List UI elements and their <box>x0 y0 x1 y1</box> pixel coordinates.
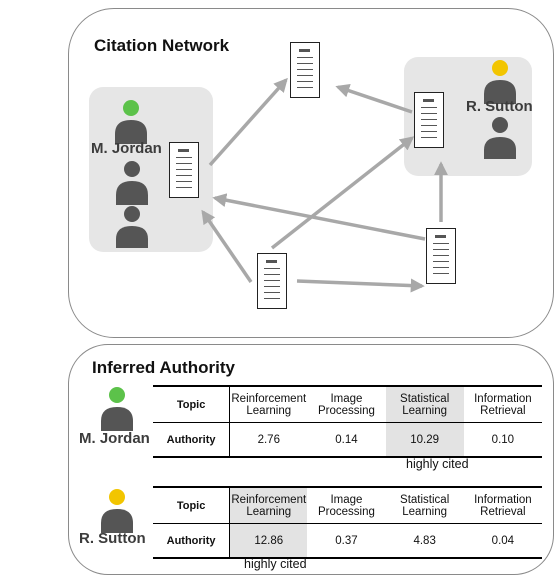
paper-document-icon <box>426 228 456 284</box>
person-icon <box>484 117 516 159</box>
person-head <box>124 206 140 222</box>
authority-value-highlighted: 10.29 <box>385 422 464 457</box>
authority-header: Authority <box>153 422 231 457</box>
authority-header: Authority <box>153 523 231 558</box>
authority-value: 0.04 <box>463 523 542 558</box>
highly-cited-note: highly cited <box>406 457 469 471</box>
inferred-authority-title: Inferred Authority <box>92 358 235 377</box>
jordan-authority-name: M. Jordan <box>79 430 150 447</box>
paper-document-icon <box>290 42 320 98</box>
citation-network-title: Citation Network <box>94 36 230 55</box>
authority-value: 0.37 <box>307 523 386 558</box>
paper-document-icon <box>414 92 444 148</box>
person-head <box>109 387 125 403</box>
person-head <box>123 100 139 116</box>
person-head <box>492 117 508 133</box>
jordan-name-label: M. Jordan <box>91 140 162 157</box>
highly-cited-note: highly cited <box>244 557 307 571</box>
person-icon-jordan <box>101 387 133 431</box>
citation-arrow <box>270 136 415 250</box>
citation-arrow <box>335 83 413 114</box>
citation-arrow <box>296 278 425 293</box>
authority-value: 0.10 <box>463 422 542 457</box>
person-icon-sutton <box>101 489 133 533</box>
topic-header: Topic <box>153 386 231 423</box>
person-icon-jordan <box>115 100 147 144</box>
person-icon <box>116 161 148 205</box>
citation-arrow <box>208 77 288 167</box>
sutton-authority-name: R. Sutton <box>79 530 146 547</box>
person-icon-sutton <box>484 60 516 104</box>
person-head <box>124 161 140 177</box>
person-head <box>109 489 125 505</box>
authority-value: 0.14 <box>307 422 386 457</box>
citation-arrow <box>212 193 426 241</box>
authority-value: 4.83 <box>385 523 464 558</box>
person-head <box>492 60 508 76</box>
topic-header: Topic <box>153 487 231 524</box>
citation-arrow <box>201 209 253 283</box>
paper-document-icon <box>257 253 287 309</box>
person-icon <box>116 206 148 248</box>
authority-value-highlighted: 12.86 <box>229 523 308 558</box>
authority-value: 2.76 <box>229 422 308 457</box>
paper-document-icon <box>169 142 199 198</box>
sutton-name-label: R. Sutton <box>466 98 533 115</box>
